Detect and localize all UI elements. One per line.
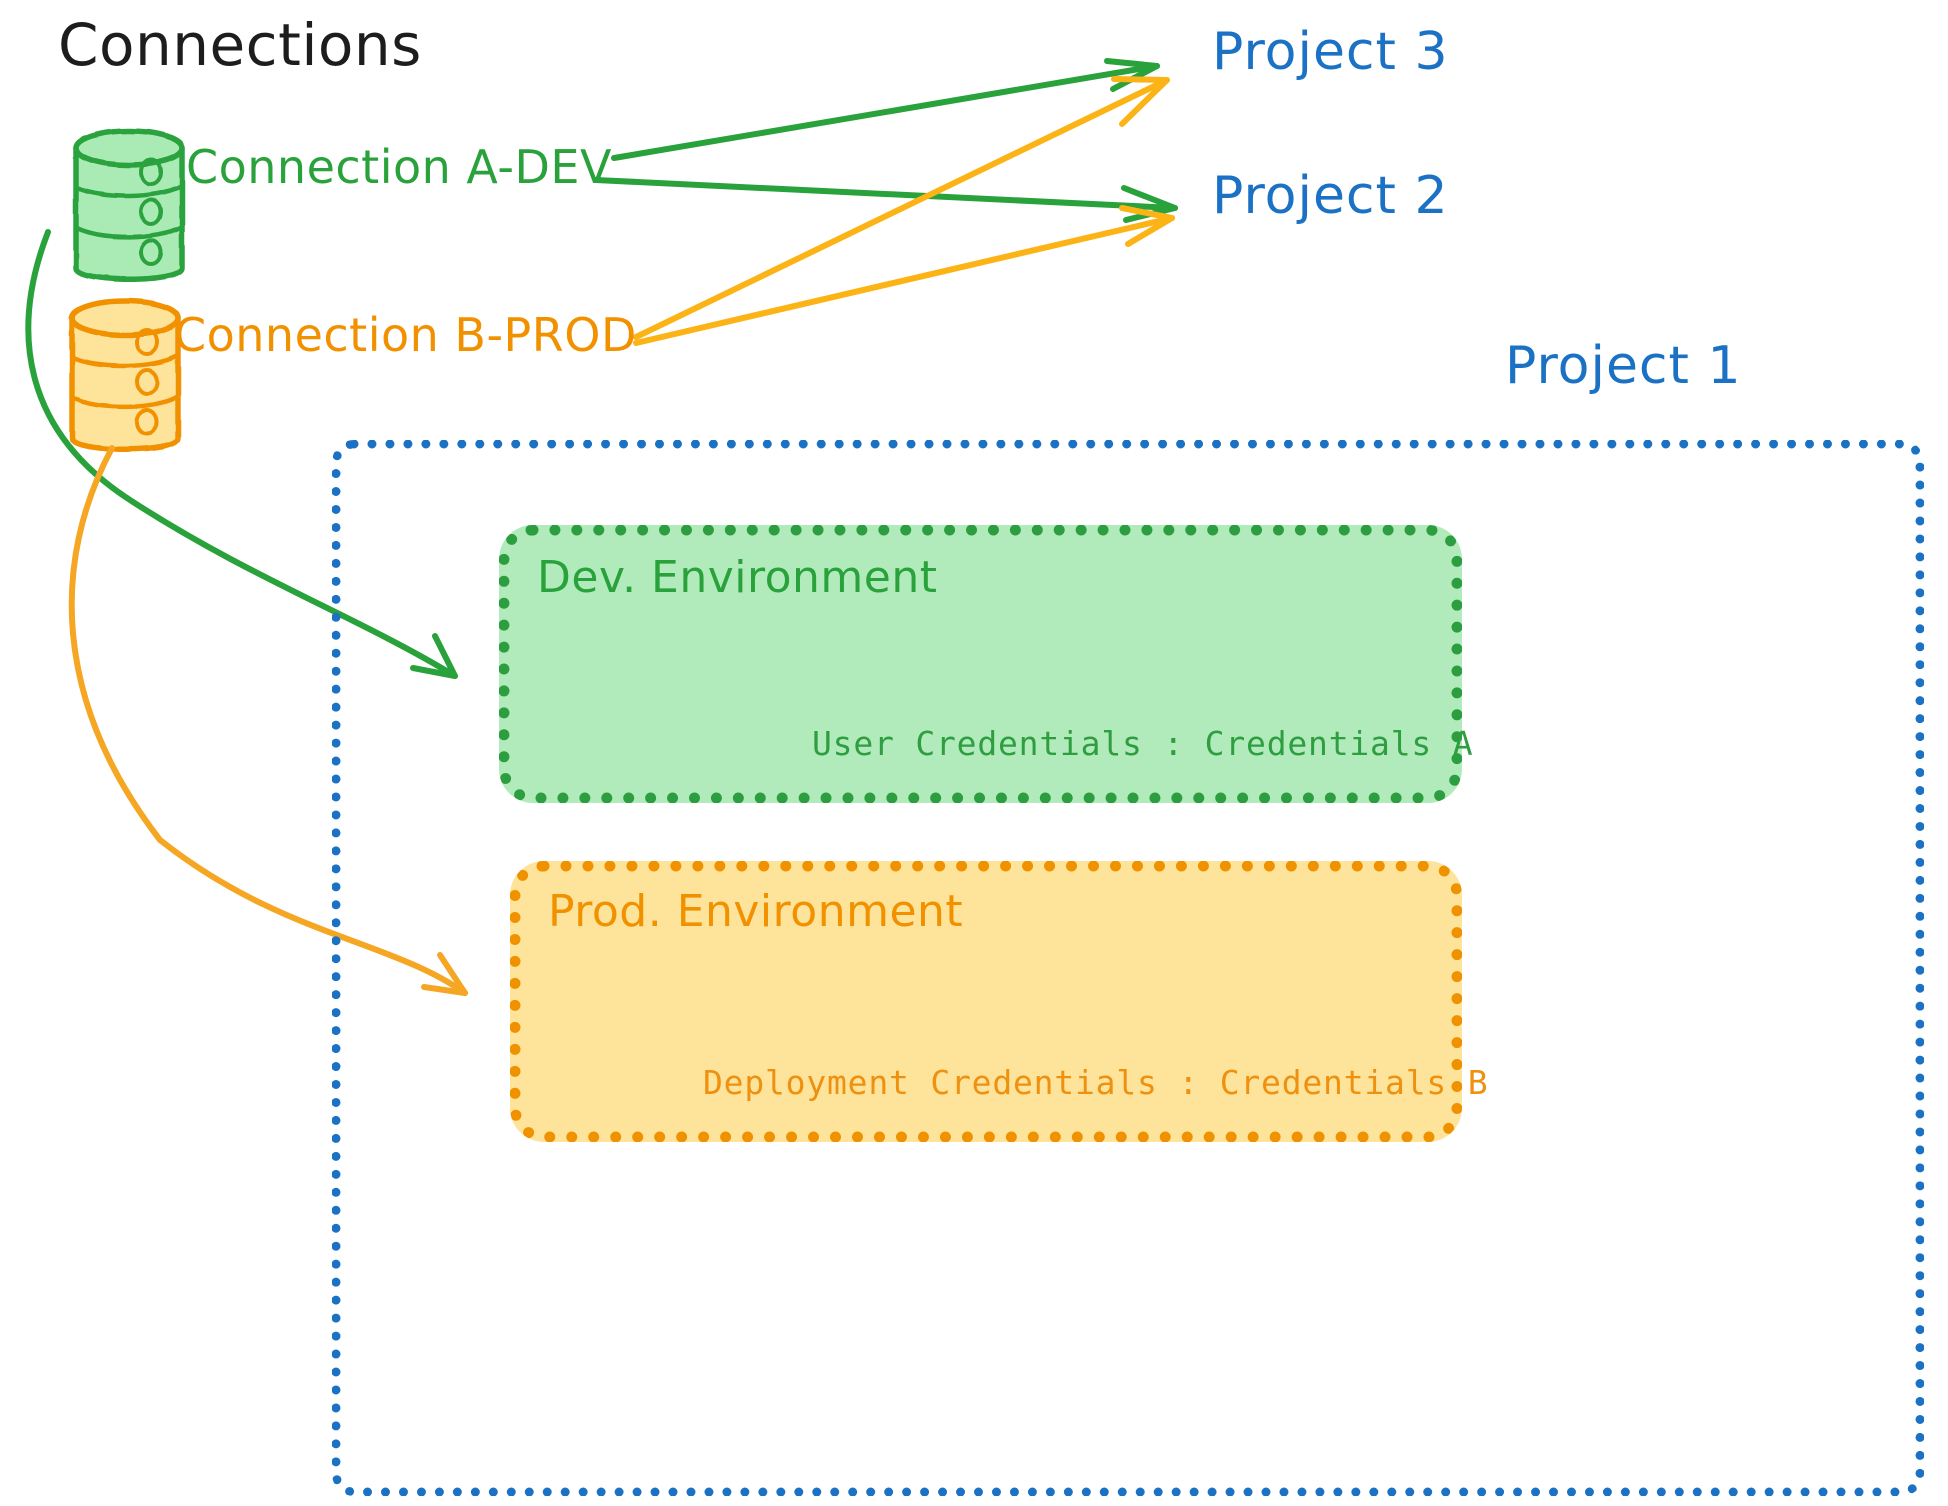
- connection-b-prod-label[interactable]: Connection B-PROD: [174, 308, 637, 362]
- project-2-label[interactable]: Project 2: [1212, 166, 1449, 226]
- prod-environment-box[interactable]: [510, 861, 1462, 1142]
- dev-environment-title: Dev. Environment: [537, 552, 938, 603]
- dev-environment-credentials: User Credentials : Credentials A: [812, 724, 1474, 763]
- prod-environment-title: Prod. Environment: [548, 886, 964, 937]
- prod-environment-credentials: Deployment Credentials : Credentials B: [703, 1063, 1489, 1102]
- arrow-conn-b-to-project-2: [633, 205, 1175, 346]
- project-3-label[interactable]: Project 3: [1212, 22, 1449, 82]
- database-cylinder-icon-green[interactable]: [73, 128, 185, 282]
- arrow-conn-a-to-project-3: [611, 58, 1160, 161]
- project-1-boundary-box[interactable]: [332, 440, 1924, 1496]
- arrow-conn-a-to-dev-environment: [25, 229, 458, 679]
- page-title: Connections: [58, 11, 422, 79]
- dev-environment-box[interactable]: [499, 525, 1462, 803]
- arrow-conn-b-to-prod-environment: [68, 445, 468, 996]
- project-1-label[interactable]: Project 1: [1505, 336, 1742, 396]
- database-cylinder-icon-orange[interactable]: [69, 298, 181, 452]
- arrow-conn-b-to-project-3: [633, 76, 1170, 340]
- connection-a-dev-label[interactable]: Connection A-DEV: [186, 140, 612, 194]
